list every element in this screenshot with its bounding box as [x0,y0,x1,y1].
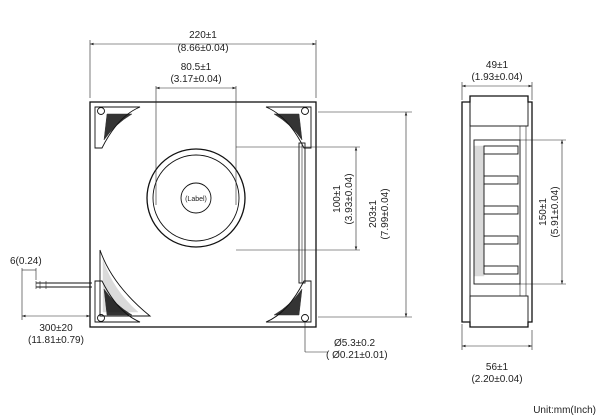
dim-side-height-in: (5.91±0.04) [550,186,561,237]
lead-wires [35,281,92,289]
dim-depth-bottom: 56±1 (2.20±0.04) [461,324,533,385]
dim-lead: 300±20 (11.81±0.79) [21,290,91,346]
dim-inner-mm: 100±1 [332,185,343,213]
mount-hole-bottom-left [97,314,105,322]
dim-depth-top-mm: 49±1 [486,60,509,71]
dim-height-mm: 203±1 [368,200,379,228]
corner-bottom-right [265,280,312,323]
hub-label-text: (Label) [185,196,207,203]
mount-hole-bottom-right [301,314,309,322]
hub-label-circle [180,182,212,214]
impeller-outer-circle [146,148,246,248]
dim-inner-in: (3.93±0.04) [344,173,355,224]
dim-strip: 6(0.24) [10,256,42,290]
corner-bottom-left [94,280,141,323]
dim-hub: 80.5±1 (3.17±0.04) [155,62,237,205]
corner-top-right [265,106,312,149]
corner-top-left [94,106,141,149]
dim-hub-in: (3.17±0.04) [170,74,221,85]
impeller-inner-circle [152,154,240,242]
side-housing-outline [461,95,533,328]
dim-depth-bottom-mm: 56±1 [486,362,509,373]
dim-hole-mm: Ø5.3±0.2 [334,338,376,349]
dim-lead-mm: 300±20 [39,323,73,334]
dim-depth-top-in: (1.93±0.04) [471,72,522,83]
dim-depth-top: 49±1 (1.93±0.04) [461,60,533,100]
dim-width: 220±1 (8.66±0.04) [89,30,317,98]
dim-width-in: (8.66±0.04) [177,43,228,54]
dim-hole: Ø5.3±0.2 ( Ø0.21±0.01) [304,322,388,361]
mount-hole-top-left [97,107,105,115]
dim-hole-in: ( Ø0.21±0.01) [326,350,388,361]
front-strut-bottom-left [99,249,152,317]
dim-inner-height: 100±1 (3.93±0.04) [236,146,360,251]
dim-height: 203±1 (7.99±0.04) [318,111,412,318]
side-view [461,95,533,328]
dim-height-in: (7.99±0.04) [380,188,391,239]
dim-depth-bottom-in: (2.20±0.04) [471,374,522,385]
dim-hub-mm: 80.5±1 [181,62,212,73]
front-view: (Label) [35,101,317,328]
dim-side-height: 150±1 (5.91±0.04) [520,139,566,285]
side-blades [473,145,519,277]
dim-width-mm: 220±1 [189,30,217,41]
mount-hole-top-right [301,107,309,115]
dim-strip-label: 6(0.24) [10,256,42,267]
front-frame-outline [89,101,317,328]
unit-note: Unit:mm(Inch) [533,405,596,416]
dim-lead-in: (11.81±0.79) [28,335,84,346]
dim-side-height-mm: 150±1 [538,198,549,226]
